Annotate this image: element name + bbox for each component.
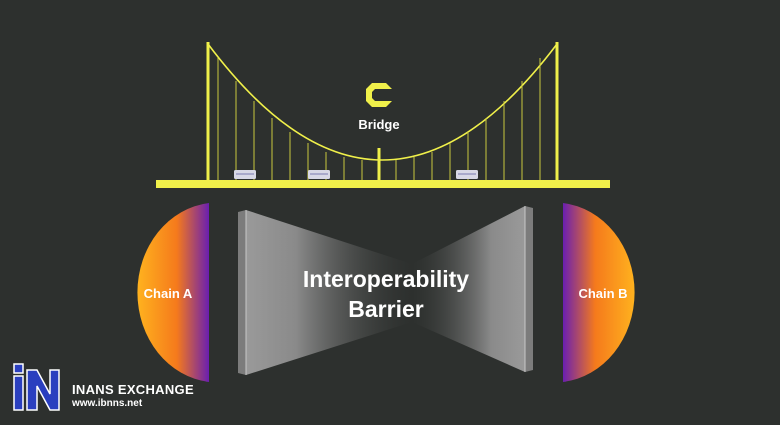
barrier-label-line1: Interoperability <box>303 266 469 292</box>
bridge-vehicle-3 <box>456 170 478 179</box>
chain-a-label: Chain A <box>144 286 193 301</box>
watermark-url: www.ibnns.net <box>72 398 143 409</box>
bridge-vehicle-1 <box>234 170 256 179</box>
suspension-bridge <box>156 42 610 188</box>
watermark: INANS EXCHANGE www.ibnns.net <box>10 358 194 418</box>
barrier-wall-left <box>238 210 412 375</box>
watermark-title: INANS EXCHANGE <box>72 382 194 397</box>
chain-b-shape <box>563 203 635 382</box>
bridge-vehicle-2 <box>308 170 330 179</box>
chain-a-shape <box>137 203 209 382</box>
chain-b-label: Chain B <box>578 286 627 301</box>
bridge-deck <box>156 180 610 188</box>
bridge-main-cable <box>207 43 558 161</box>
bridge-logo-icon <box>366 83 392 107</box>
barrier-label-line2: Barrier <box>348 296 423 322</box>
barrier-wall-right <box>412 206 533 372</box>
bridge-label: Bridge <box>358 117 399 132</box>
in-logo-icon <box>13 363 60 411</box>
